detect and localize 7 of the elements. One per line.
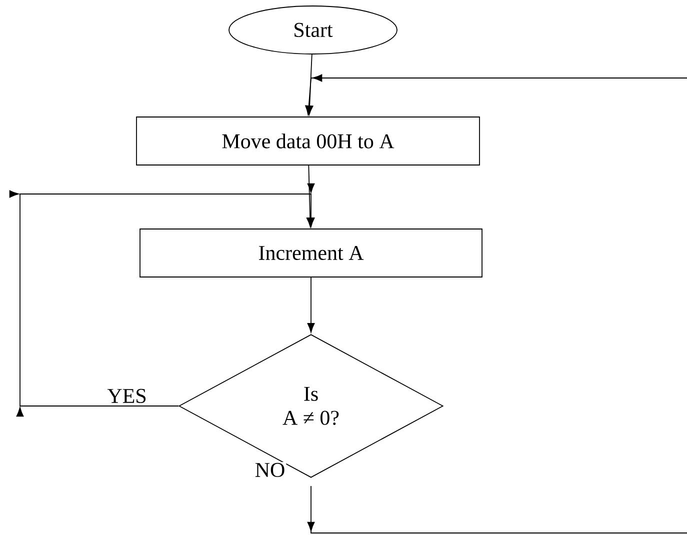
arrow (9, 183, 315, 417)
edge-label: YES (106, 388, 148, 404)
arrow (305, 74, 687, 534)
process-box: Move data 00H to A (136, 116, 480, 166)
arrow (307, 277, 315, 333)
edge-label: NO (254, 462, 286, 478)
process-box: Increment A (140, 228, 482, 278)
